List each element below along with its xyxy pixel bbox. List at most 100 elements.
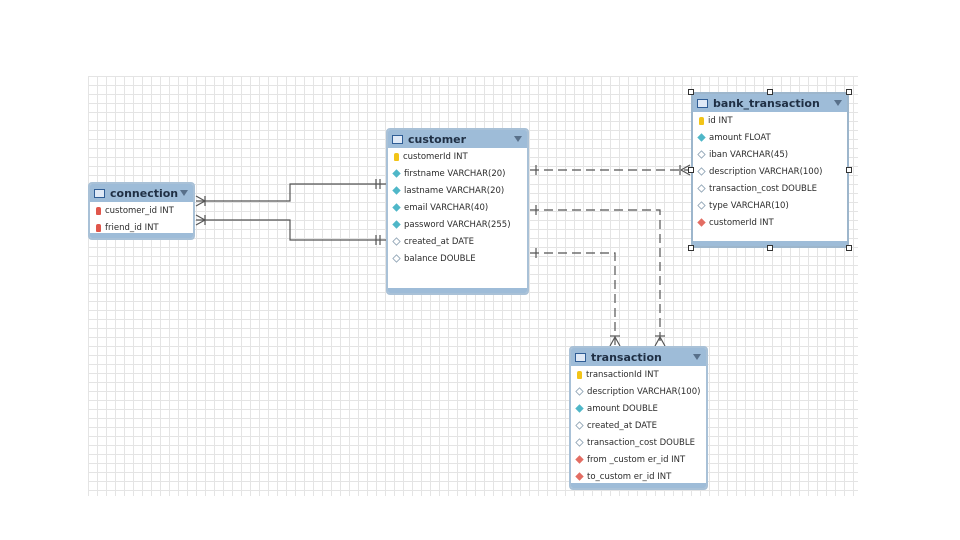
nullable-column-icon [392, 254, 401, 263]
column-label: friend_id INT [105, 222, 159, 233]
entity-title: bank_transaction [713, 96, 820, 110]
relationship-customer-transaction-to[interactable] [530, 205, 666, 347]
column-list: transactionId INT description VARCHAR(100… [571, 366, 706, 485]
column-label: lastname VARCHAR(20) [404, 185, 505, 196]
nullable-column-icon [575, 387, 584, 396]
column-label: transaction_cost DOUBLE [587, 437, 695, 448]
column-row[interactable]: id INT [693, 112, 847, 129]
column-label: firstname VARCHAR(20) [404, 168, 506, 179]
column-row[interactable]: customer_id INT [90, 202, 193, 219]
column-label: transaction_cost DOUBLE [709, 183, 817, 194]
column-row[interactable]: customerId INT [693, 214, 847, 231]
column-label: amount DOUBLE [587, 403, 658, 414]
column-row[interactable]: description VARCHAR(100) [571, 383, 706, 400]
column-row[interactable]: created_at DATE [571, 417, 706, 434]
key-icon [96, 223, 101, 232]
entity-footer [693, 241, 847, 246]
column-row[interactable]: from _custom er_id INT [571, 451, 706, 468]
primary-key-icon [577, 370, 582, 379]
column-row[interactable]: lastname VARCHAR(20) [388, 182, 527, 199]
collapse-arrow-icon[interactable] [834, 100, 842, 106]
nullable-column-icon [697, 201, 706, 210]
resize-handle-w[interactable] [688, 167, 694, 173]
column-label: password VARCHAR(255) [404, 219, 511, 230]
column-row[interactable]: amount DOUBLE [571, 400, 706, 417]
entity-footer [571, 483, 706, 488]
primary-key-icon [394, 152, 399, 161]
column-list: customer_id INT friend_id INT [90, 202, 193, 236]
nullable-column-icon [697, 150, 706, 159]
column-list: id INT amount FLOAT iban VARCHAR(45) descri… [693, 112, 847, 231]
column-label: balance DOUBLE [404, 253, 476, 264]
not-null-column-icon [392, 220, 401, 229]
entity-footer [90, 233, 193, 238]
column-row[interactable]: to_custom er_id INT [571, 468, 706, 485]
collapse-arrow-icon[interactable] [180, 190, 188, 196]
entity-header[interactable]: bank_transaction [693, 94, 847, 112]
resize-handle-nw[interactable] [688, 89, 694, 95]
column-label: created_at DATE [587, 420, 657, 431]
column-row[interactable]: email VARCHAR(40) [388, 199, 527, 216]
relationship-connection-customer-1[interactable] [195, 179, 386, 207]
nullable-column-icon [697, 167, 706, 176]
table-icon [697, 98, 708, 108]
entity-title: customer [408, 132, 467, 146]
column-row[interactable]: balance DOUBLE [388, 250, 527, 267]
primary-key-icon [699, 116, 704, 125]
column-label: amount FLOAT [709, 132, 771, 143]
nullable-column-icon [392, 237, 401, 246]
column-label: transactionId INT [586, 369, 659, 380]
column-label: iban VARCHAR(45) [709, 149, 789, 160]
collapse-arrow-icon[interactable] [514, 136, 522, 142]
resize-handle-ne[interactable] [846, 89, 852, 95]
resize-handle-sw[interactable] [688, 245, 694, 251]
entity-header[interactable]: transaction [571, 348, 706, 366]
column-row[interactable]: firstname VARCHAR(20) [388, 165, 527, 182]
column-label: to_custom er_id INT [587, 471, 672, 482]
entity-connection[interactable]: connection customer_id INT friend_id INT [88, 182, 195, 240]
foreign-key-icon [575, 455, 584, 464]
column-label: type VARCHAR(10) [709, 200, 789, 211]
column-label: from _custom er_id INT [587, 454, 686, 465]
column-label: id INT [708, 115, 733, 126]
column-row[interactable]: friend_id INT [90, 219, 193, 236]
column-row[interactable]: iban VARCHAR(45) [693, 146, 847, 163]
foreign-key-icon [697, 218, 706, 227]
column-label: customer_id INT [105, 205, 174, 216]
nullable-column-icon [697, 184, 706, 193]
column-label: created_at DATE [404, 236, 474, 247]
resize-handle-e[interactable] [846, 167, 852, 173]
resize-handle-n[interactable] [767, 89, 773, 95]
relationship-connection-customer-2[interactable] [195, 214, 386, 245]
collapse-arrow-icon[interactable] [693, 354, 701, 360]
column-row[interactable]: customerId INT [388, 148, 527, 165]
column-row[interactable]: type VARCHAR(10) [693, 197, 847, 214]
entity-header[interactable]: connection [90, 184, 193, 202]
relationship-customer-bank-transaction[interactable] [530, 164, 691, 176]
column-row[interactable]: created_at DATE [388, 233, 527, 250]
relationship-customer-transaction-from[interactable] [530, 248, 621, 347]
table-icon [94, 188, 105, 198]
resize-handle-s[interactable] [767, 245, 773, 251]
not-null-column-icon [575, 404, 584, 413]
not-null-column-icon [392, 203, 401, 212]
column-row[interactable]: transactionId INT [571, 366, 706, 383]
entity-footer [388, 288, 527, 293]
entity-header[interactable]: customer [388, 130, 527, 148]
column-label: customerId INT [709, 217, 774, 228]
column-row[interactable]: amount FLOAT [693, 129, 847, 146]
column-row[interactable]: transaction_cost DOUBLE [693, 180, 847, 197]
entity-customer[interactable]: customer customerId INT firstname VARCHAR… [386, 128, 529, 295]
column-row[interactable]: description VARCHAR(100) [693, 163, 847, 180]
column-row[interactable]: transaction_cost DOUBLE [571, 434, 706, 451]
not-null-column-icon [697, 133, 706, 142]
column-row[interactable]: password VARCHAR(255) [388, 216, 527, 233]
column-label: description VARCHAR(100) [709, 166, 823, 177]
nullable-column-icon [575, 421, 584, 430]
not-null-column-icon [392, 169, 401, 178]
resize-handle-se[interactable] [846, 245, 852, 251]
entity-transaction[interactable]: transaction transactionId INT description… [569, 346, 708, 490]
entity-bank-transaction[interactable]: bank_transaction id INT amount FLOAT iban … [691, 92, 849, 248]
column-list: customerId INT firstname VARCHAR(20) lastn… [388, 148, 527, 267]
